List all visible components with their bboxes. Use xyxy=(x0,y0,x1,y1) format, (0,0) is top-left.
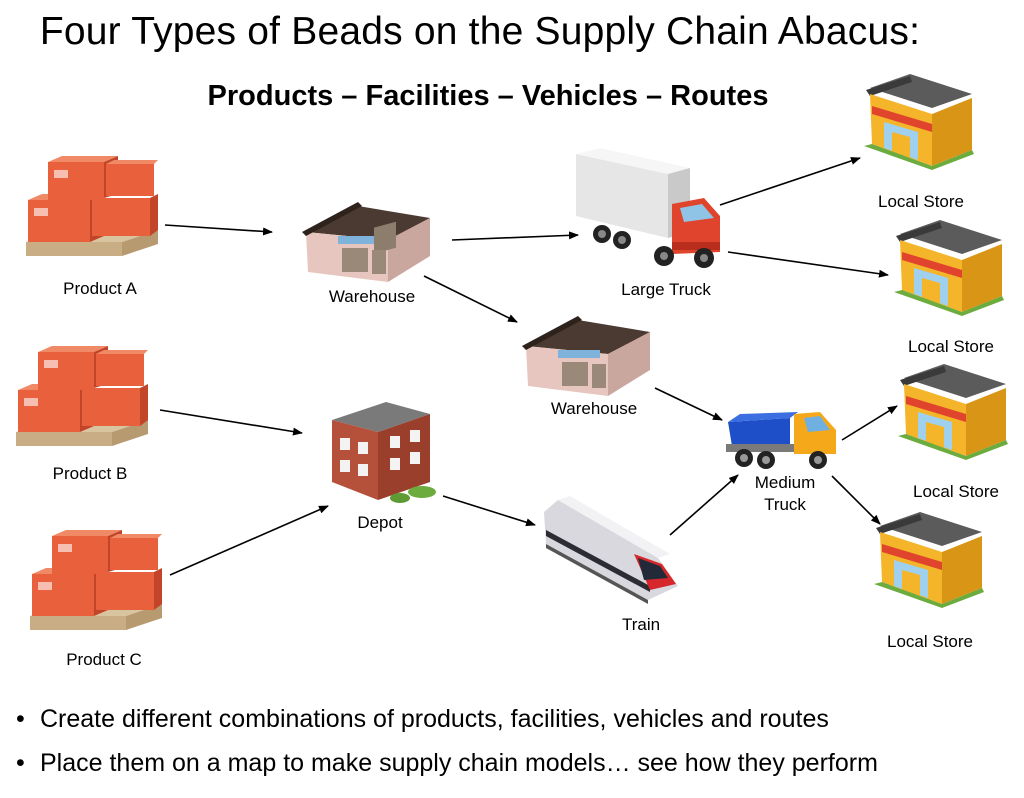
warehouse-1-icon xyxy=(302,202,430,282)
store-1-label: Local Store xyxy=(878,192,964,211)
bullet-list: • Create different combinations of produc… xyxy=(16,702,878,790)
bullet-text: Create different combinations of product… xyxy=(40,705,829,733)
product-c-label: Product C xyxy=(66,650,142,669)
arrow-depot-to-train xyxy=(442,495,536,527)
medium-truck-label: Medium Truck xyxy=(754,473,816,514)
warehouse-2-label: Warehouse xyxy=(550,399,638,418)
store-3-label: Local Store xyxy=(913,482,999,501)
product-b-boxes-icon xyxy=(16,346,148,446)
product-a-boxes-icon xyxy=(26,156,158,256)
depot-building-icon xyxy=(332,402,436,503)
diagram-subtitle: Products – Facilities – Vehicles – Route… xyxy=(207,80,769,112)
arrow-medium-truck-to-store-4 xyxy=(831,475,881,525)
depot-label: Depot xyxy=(357,513,403,532)
product-c-boxes-icon xyxy=(30,530,162,630)
arrow-product-b-to-depot xyxy=(159,409,303,436)
store-4-icon xyxy=(874,512,984,608)
warehouse-2-icon xyxy=(522,316,650,396)
bullet-dot-icon: • xyxy=(16,749,25,777)
arrow-product-a-to-warehouse xyxy=(164,224,273,236)
train-label: Train xyxy=(621,615,661,634)
store-2-icon xyxy=(894,220,1004,316)
arrow-warehouse-to-large-truck xyxy=(451,231,579,241)
product-b-label: Product B xyxy=(52,464,128,483)
arrow-warehouse-2-to-medium-truck xyxy=(654,387,723,421)
medium-truck-icon xyxy=(726,412,836,469)
train-icon xyxy=(544,496,678,604)
diagram-title: Four Types of Beads on the Supply Chain … xyxy=(39,10,921,53)
large-truck-label: Large Truck xyxy=(621,280,711,299)
warehouse-1-label: Warehouse xyxy=(328,287,416,306)
arrow-train-to-medium-truck xyxy=(669,474,739,536)
bullet-item: • Create different combinations of produc… xyxy=(16,702,878,736)
bullet-text: Place them on a map to make supply chain… xyxy=(40,749,878,777)
store-2-label: Local Store xyxy=(908,337,994,356)
store-3-icon xyxy=(898,364,1008,460)
store-4-label: Local Store xyxy=(887,632,973,651)
arrow-product-c-to-depot xyxy=(169,505,329,576)
arrow-warehouse-to-warehouse-2 xyxy=(423,275,518,323)
arrow-medium-truck-to-store-3 xyxy=(841,405,898,441)
product-a-label: Product A xyxy=(63,279,137,298)
large-truck-icon xyxy=(576,148,720,268)
arrow-large-truck-to-store-2 xyxy=(727,251,889,278)
arrow-large-truck-to-store-1 xyxy=(719,157,861,206)
store-1-icon xyxy=(864,74,974,170)
bullet-dot-icon: • xyxy=(16,705,25,733)
bullet-item: • Place them on a map to make supply chai… xyxy=(16,746,878,780)
